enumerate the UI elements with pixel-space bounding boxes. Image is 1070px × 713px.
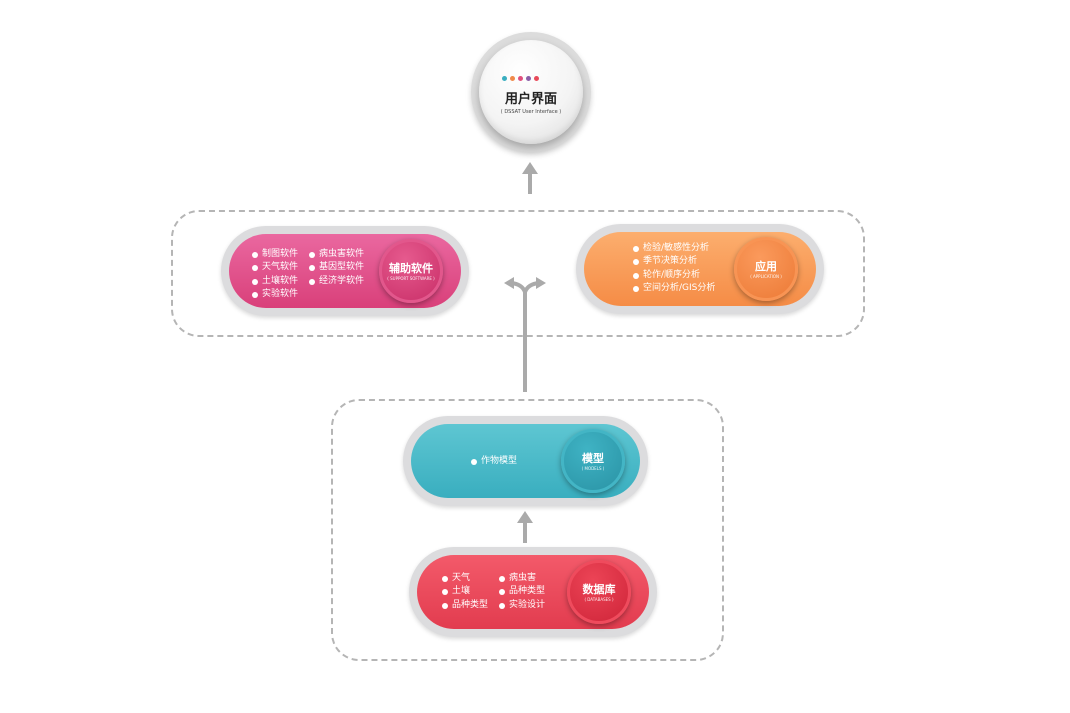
upper-group-frame bbox=[171, 210, 865, 337]
database-items-left: 天气 土壤 品种类型 bbox=[442, 572, 488, 612]
list-item: 制图软件 bbox=[252, 248, 298, 261]
support-software-items-right: 病虫害软件 基因型软件 经济学软件 bbox=[309, 248, 364, 288]
list-item: 品种类型 bbox=[499, 585, 545, 598]
list-item: 天气 bbox=[442, 572, 488, 585]
list-item: 检验/敏感性分析 bbox=[633, 242, 715, 255]
support-software-badge: 辅助软件 ( SUPPORT SOFTWARE ) bbox=[379, 239, 443, 303]
arrow-head-user-interface bbox=[522, 162, 538, 174]
user-interface-title: 用户界面 bbox=[504, 92, 557, 107]
list-item: 病虫害 bbox=[499, 572, 545, 585]
list-item: 轮作/顺序分析 bbox=[633, 269, 715, 282]
dot-3 bbox=[518, 76, 523, 81]
dot-1 bbox=[502, 76, 507, 81]
list-item: 病虫害软件 bbox=[309, 248, 364, 261]
model-subtitle: ( MODELS ) bbox=[581, 466, 605, 471]
support-software-node: 制图软件 天气软件 土壤软件 实验软件 病虫害软件 基因型软件 经济学软件 辅助… bbox=[221, 226, 469, 316]
arrow-head-left bbox=[504, 277, 514, 289]
database-items-right: 病虫害 品种类型 实验设计 bbox=[499, 572, 545, 612]
list-item: 土壤软件 bbox=[252, 275, 298, 288]
dot-5 bbox=[534, 76, 539, 81]
application-node: 检验/敏感性分析 季节决策分析 轮作/顺序分析 空间分析/GIS分析 应用 ( … bbox=[576, 224, 824, 314]
list-item: 品种类型 bbox=[442, 599, 488, 612]
list-item: 空间分析/GIS分析 bbox=[633, 282, 715, 295]
application-badge: 应用 ( APPLICATION ) bbox=[734, 237, 798, 301]
list-item: 经济学软件 bbox=[309, 275, 364, 288]
list-item: 基因型软件 bbox=[309, 261, 364, 274]
arrow-head-model bbox=[517, 511, 533, 523]
database-title: 数据库 bbox=[582, 583, 616, 596]
list-item: 实验软件 bbox=[252, 288, 298, 301]
user-interface-subtitle: ( DSSAT User Interface ) bbox=[500, 109, 562, 115]
database-badge: 数据库 ( DATABASES ) bbox=[567, 560, 631, 624]
list-item: 天气软件 bbox=[252, 261, 298, 274]
list-item: 实验设计 bbox=[499, 599, 545, 612]
list-item: 作物模型 bbox=[471, 455, 517, 468]
model-node: 作物模型 模型 ( MODELS ) bbox=[403, 416, 648, 506]
list-item: 季节决策分析 bbox=[633, 255, 715, 268]
application-subtitle: ( APPLICATION ) bbox=[750, 274, 782, 279]
database-node: 天气 土壤 品种类型 病虫害 品种类型 实验设计 数据库 ( DATABASES… bbox=[409, 547, 657, 637]
lower-group-frame bbox=[331, 399, 724, 661]
arrow-head-right bbox=[536, 277, 546, 289]
support-software-subtitle: ( SUPPORT SOFTWARE ) bbox=[387, 276, 435, 281]
support-software-title: 辅助软件 bbox=[389, 262, 433, 275]
database-subtitle: ( DATABASES ) bbox=[584, 597, 614, 602]
model-badge: 模型 ( MODELS ) bbox=[561, 429, 625, 493]
user-interface-node: 用户界面 ( DSSAT User Interface ) bbox=[471, 32, 591, 152]
color-dots bbox=[502, 76, 539, 81]
dot-4 bbox=[526, 76, 531, 81]
application-title: 应用 bbox=[755, 260, 777, 273]
list-item: 土壤 bbox=[442, 585, 488, 598]
application-items: 检验/敏感性分析 季节决策分析 轮作/顺序分析 空间分析/GIS分析 bbox=[633, 242, 715, 296]
model-items: 作物模型 bbox=[471, 455, 517, 468]
support-software-items-left: 制图软件 天气软件 土壤软件 实验软件 bbox=[252, 248, 298, 302]
dot-2 bbox=[510, 76, 515, 81]
model-title: 模型 bbox=[582, 452, 604, 465]
